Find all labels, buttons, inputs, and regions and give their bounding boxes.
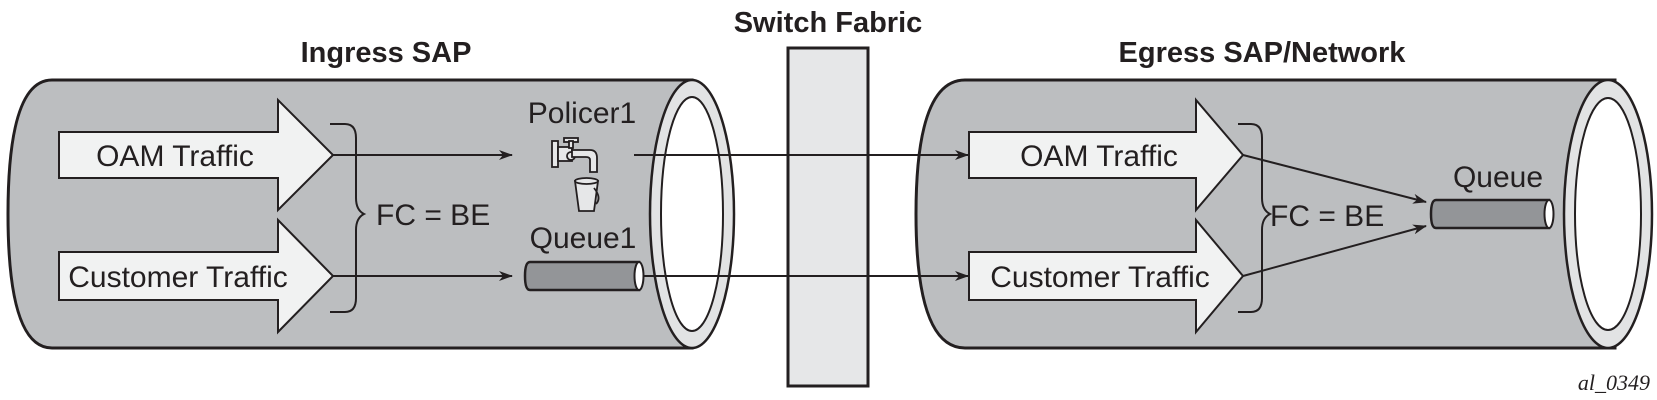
egress-customer-label: Customer Traffic (990, 261, 1210, 294)
egress-oam-to-queue-arrow (1242, 154, 1427, 204)
egress-queue-pipe-icon (1429, 198, 1555, 230)
figure-id: al_0349 (1578, 370, 1650, 395)
ingress-oam-arrow: OAM Traffic (58, 97, 335, 213)
ingress-title: Ingress SAP (301, 37, 472, 69)
egress-brace (1238, 123, 1273, 313)
ingress-customer-arrow: Customer Traffic (58, 217, 335, 335)
ingress-brace (330, 123, 367, 313)
egress-customer-arrow: Customer Traffic (968, 217, 1245, 335)
policer-label: Policer1 (528, 97, 636, 130)
egress-oam-arrow: OAM Traffic (968, 97, 1245, 213)
egress-queue-label: Queue (1453, 161, 1543, 194)
ingress-oam-label: OAM Traffic (96, 140, 254, 173)
ingress-fc-label: FC = BE (376, 199, 490, 232)
egress-oam-label: OAM Traffic (1020, 140, 1178, 173)
egress-tube-opening (1574, 97, 1642, 331)
ingress-tube-opening (660, 96, 724, 332)
queue1-label: Queue1 (530, 222, 637, 255)
ingress-customer-label: Customer Traffic (68, 261, 288, 294)
egress-fc-label: FC = BE (1270, 200, 1384, 233)
egress-title: Egress SAP/Network (1119, 37, 1407, 69)
switch-fabric-block (786, 46, 870, 388)
egress-customer-to-queue-arrow (1242, 224, 1427, 277)
queue1-pipe-icon (523, 260, 645, 292)
faucet-and-bucket-icon (551, 137, 600, 212)
switch-fabric-title: Switch Fabric (734, 7, 923, 39)
